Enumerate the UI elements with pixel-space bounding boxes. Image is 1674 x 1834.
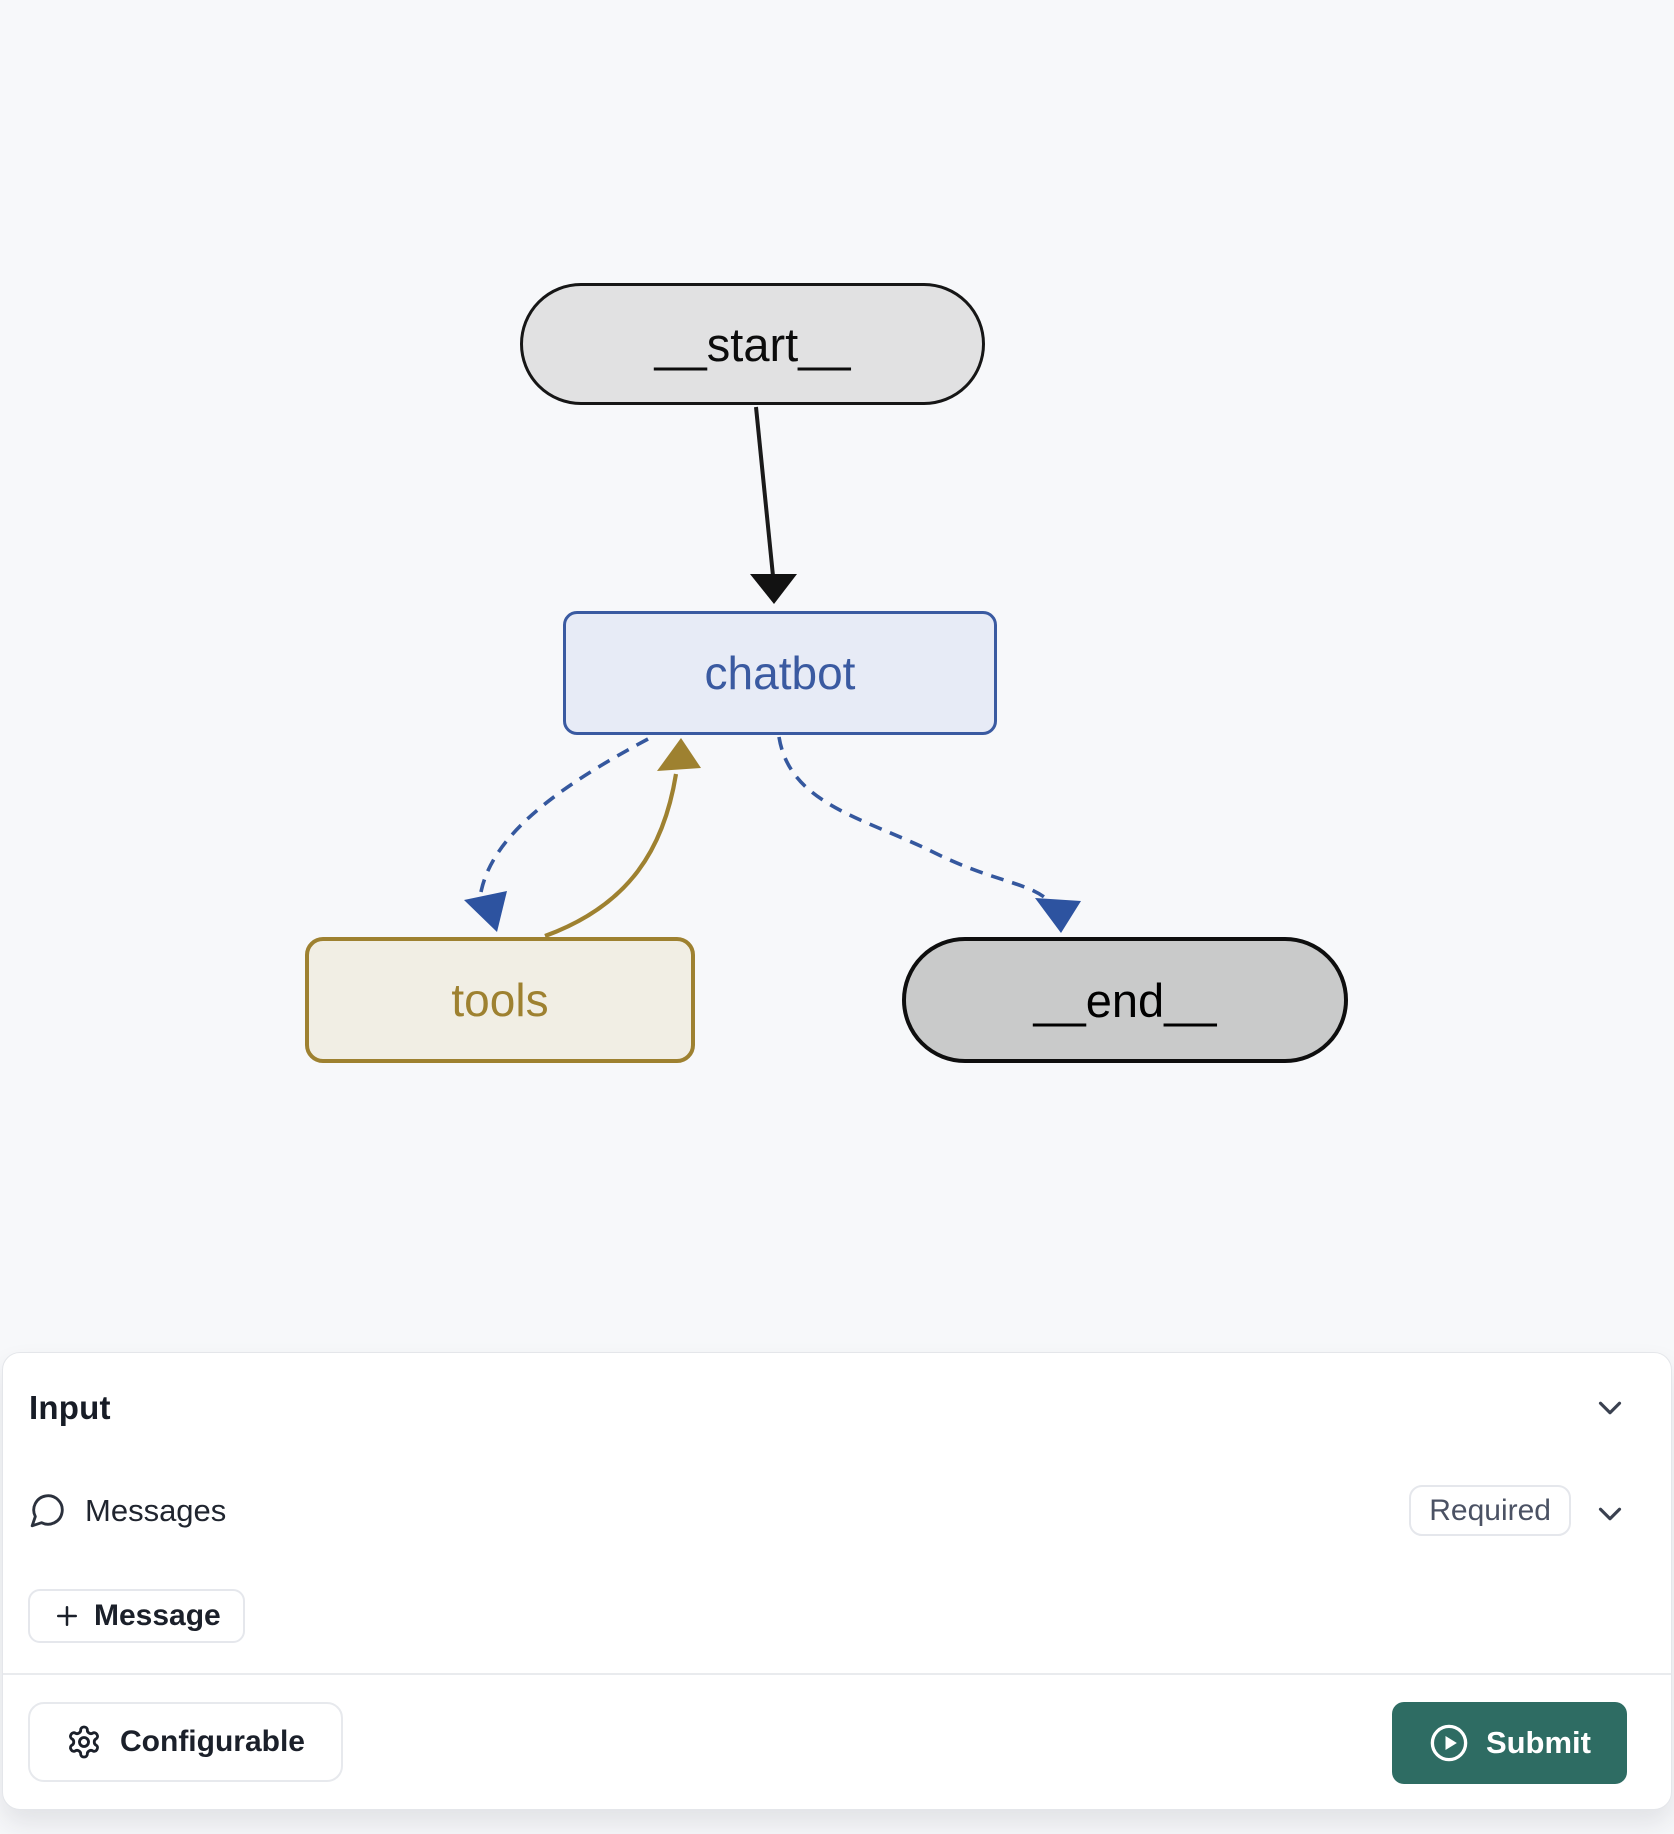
footer-divider: [3, 1673, 1671, 1675]
configurable-label: Configurable: [120, 1725, 305, 1758]
node-chatbot-label: chatbot: [704, 647, 856, 699]
node-start[interactable]: __start__: [520, 283, 985, 405]
node-tools[interactable]: tools: [305, 937, 695, 1063]
chevron-down-icon[interactable]: [1591, 1389, 1629, 1427]
edge-chatbot-end: [777, 736, 1081, 933]
play-circle-icon: [1430, 1724, 1468, 1762]
node-tools-label: tools: [451, 974, 549, 1026]
edge-tools-chatbot: [544, 738, 701, 938]
message-bubble-icon: [30, 1494, 64, 1528]
graph-canvas[interactable]: __start__ chatbot tools __end__: [0, 0, 1674, 1352]
node-end-label: __end__: [1033, 973, 1217, 1027]
graph-edges: [464, 406, 1081, 938]
node-end[interactable]: __end__: [902, 937, 1348, 1063]
configurable-button[interactable]: Configurable: [28, 1702, 343, 1782]
plus-icon: [57, 1606, 77, 1626]
required-badge: Required: [1409, 1485, 1571, 1536]
add-message-label: Message: [94, 1599, 221, 1632]
submit-button[interactable]: Submit: [1391, 1702, 1627, 1784]
input-panel: Input Messages Required Message Configur…: [2, 1352, 1672, 1810]
edge-chatbot-tools: [464, 737, 649, 932]
node-start-label: __start__: [654, 317, 851, 371]
messages-label: Messages: [85, 1493, 227, 1528]
chevron-down-icon[interactable]: [1591, 1495, 1629, 1533]
edge-start-chatbot: [750, 406, 797, 604]
node-chatbot[interactable]: chatbot: [563, 611, 997, 735]
add-message-button[interactable]: Message: [28, 1589, 245, 1643]
gear-icon: [69, 1725, 99, 1759]
submit-label: Submit: [1485, 1725, 1591, 1760]
input-panel-title: Input: [29, 1389, 111, 1426]
